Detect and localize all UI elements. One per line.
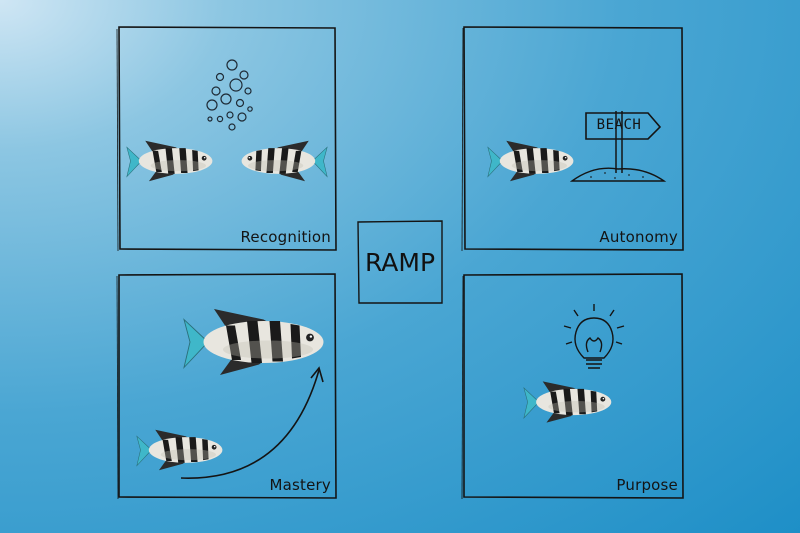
growth-arrow-icon	[180, 366, 324, 479]
fish-icon	[487, 140, 574, 182]
panel-label-mastery: Mastery	[269, 476, 331, 494]
lightbulb-icon	[563, 304, 625, 369]
beach-signpost-icon	[569, 111, 667, 182]
panel-label-purpose: Purpose	[616, 476, 678, 494]
panel-recognition: Recognition	[116, 25, 337, 252]
beach-sign-text: BEACH	[596, 117, 642, 133]
bubbles-icon	[206, 59, 253, 131]
panel-label-recognition: Recognition	[240, 228, 331, 246]
fish-icon	[523, 380, 612, 424]
panel-frame	[116, 26, 337, 252]
panel-autonomy: BEACH Autonomy	[461, 25, 684, 252]
center-title: RAMP	[364, 247, 436, 277]
panel-purpose: Purpose	[461, 272, 684, 500]
panel-frame	[461, 273, 684, 500]
panel-label-autonomy: Autonomy	[599, 228, 678, 246]
fish-left-icon	[126, 140, 213, 182]
panel-frame	[461, 26, 684, 252]
panel-frame	[116, 273, 337, 500]
center-ramp-box: RAMP	[357, 220, 443, 304]
fish-right-icon	[241, 140, 328, 182]
center-frame	[357, 220, 443, 304]
panel-mastery: Mastery	[116, 272, 337, 500]
